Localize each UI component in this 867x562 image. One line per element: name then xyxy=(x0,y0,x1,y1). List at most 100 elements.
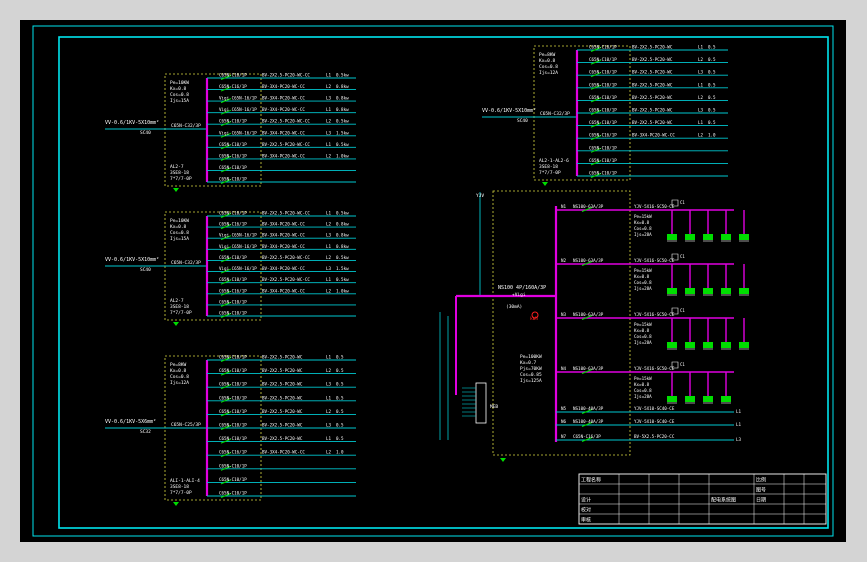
circuit-cable-label: BV-2X2.5-PC20-WC xyxy=(632,70,673,75)
circuit-breaker-label: C65N-C16/1P xyxy=(219,222,247,227)
main-breaker-label: C65N-C32/3P xyxy=(171,260,201,266)
breaker-symbol xyxy=(581,422,593,427)
breaker-symbol xyxy=(220,98,232,104)
title-cell-text: 工程名称 xyxy=(581,477,601,484)
circuit-phase-label: L1 xyxy=(326,277,332,282)
circuit-phase-label: L1 xyxy=(698,120,704,125)
meter-label: kWh xyxy=(530,316,538,322)
incoming-feeder-sub-label: SC40 xyxy=(140,130,151,136)
earth-marker-icon xyxy=(173,502,179,506)
branch-header-label: C1 xyxy=(680,200,685,205)
feeder-spec-text: Ijs=28A xyxy=(634,232,652,237)
circuit-breaker-label: C65N-C10/1P xyxy=(219,491,247,496)
circuit-breaker-label: C65N-C10/1P xyxy=(219,277,247,282)
breaker-symbol xyxy=(220,121,232,127)
main-feeder-tag: N7 xyxy=(561,434,567,439)
breaker-symbol xyxy=(220,144,232,150)
circuit-load-label: 0.5kw xyxy=(336,142,349,147)
breaker-symbol xyxy=(220,213,232,218)
circuit-breaker-label: C65N-C10/1P xyxy=(219,311,247,316)
circuit-breaker-label: C65N-C10/1P xyxy=(219,409,247,414)
main-panel-spec-text: Pjs=70KW xyxy=(520,366,542,372)
circuit-breaker-label: C65N-C10/1P xyxy=(589,145,617,150)
breaker-symbol xyxy=(220,279,232,285)
main-panel-spec-text: Pe=100KW xyxy=(520,354,542,360)
circuit-load-label: 0.5 xyxy=(336,395,344,400)
earth-marker-icon xyxy=(500,458,506,462)
circuit-phase-label: L1 xyxy=(326,73,332,78)
breaker-symbol xyxy=(220,109,232,115)
branch-terminal-icon xyxy=(685,234,695,240)
feeder-spec-text: Cos=0.8 xyxy=(634,280,652,285)
main-feeder-breaker-label: NS100-63A/3P xyxy=(573,312,604,317)
circuit-cable-label: BV-2X2.5-PC20-WC xyxy=(632,120,673,125)
circuit-load-label: 0.5 xyxy=(708,82,716,87)
title-block-border xyxy=(578,473,827,525)
circuit-phase-label: L3 xyxy=(326,130,332,135)
circuit-breaker-label: C65N-C10/1P xyxy=(219,395,247,400)
panel-spec-text: Cos=0.8 xyxy=(170,92,189,98)
circuit-breaker-label: C65N-C10/1P xyxy=(589,45,617,50)
circuit-cable-label: BV-2X2.5-PC20-WC xyxy=(632,45,673,50)
circuit-cable-label: BV-3X4-PC20-WC-CC xyxy=(262,244,305,249)
panel-spec-text: Ijs=15A xyxy=(170,236,189,242)
breaker-symbol xyxy=(220,268,232,274)
branch-header-label: C1 xyxy=(680,254,685,259)
main-panel-enclosure xyxy=(492,190,631,456)
circuit-phase-label: L2 xyxy=(326,153,332,158)
circuit-phase-label: L3 xyxy=(326,96,332,101)
breaker-symbol xyxy=(590,97,602,103)
branch-terminal-icon xyxy=(739,234,749,240)
breaker-symbol xyxy=(220,357,232,362)
panel-tag-text: ALI-1-ALI-4 xyxy=(170,478,200,484)
feeder-spec-text: Pe=15kW xyxy=(634,214,652,219)
circuit-load-label: 0.5 xyxy=(708,108,716,113)
circuit-load-label: 1.5kw xyxy=(336,130,349,135)
feeder-phase-label: L1 xyxy=(736,409,742,414)
circuit-cable-label: BV-2X2.5-PC20-WC xyxy=(632,57,673,62)
main-feeder-cable-label: YJV-5X10-SC40-CE xyxy=(634,419,675,424)
panel-spec-text: Pe=8KW xyxy=(539,52,556,58)
circuit-load-label: 0.8kw xyxy=(336,233,349,238)
breaker-symbol xyxy=(590,173,602,178)
circuit-cable-label: BV-2X2.5-PC20-WC xyxy=(262,368,303,373)
circuit-cable-label: BV-2X2.5-PC20-WC xyxy=(262,355,303,360)
panel-tag-text: 3SE8-18 xyxy=(170,304,189,310)
circuit-breaker-label: C65N-C10/1P xyxy=(219,142,247,147)
circuit-load-label: 0.5 xyxy=(708,70,716,75)
circuit-breaker-label: C65N-C10/1P xyxy=(589,171,617,176)
feeder-spec-text: Cos=0.8 xyxy=(634,334,652,339)
main-feeder-tag: N6 xyxy=(561,419,567,424)
title-cell-text: 图号 xyxy=(756,488,766,494)
breaker-symbol xyxy=(220,257,232,263)
main-feeder-tag: N2 xyxy=(561,258,567,263)
feeder-spec-text: Ijs=28A xyxy=(634,286,652,291)
incoming-feeder-label: VV-0.6/1KV-5X10mm² xyxy=(105,257,159,263)
breaker-symbol xyxy=(220,425,232,430)
incoming-feeder-label: VV-0.6/1KV-5X10mm² xyxy=(482,108,536,114)
branch-header-box xyxy=(671,307,679,315)
main-feeder-breaker-label: NS100-40A/3P xyxy=(573,406,604,411)
main-feeder-cable-label: YJV-5X16-SC50-CE xyxy=(634,204,675,209)
incoming-feeder-label: VV-0.6/1KV-5X10mm² xyxy=(105,120,159,126)
title-cell-text: 比例 xyxy=(756,477,766,484)
circuit-cable-label: BV-2X2.5-PC20-WC xyxy=(632,82,673,87)
circuit-breaker-label: C65N-C10/1P xyxy=(219,299,247,304)
panel-spec-text: Kx=0.8 xyxy=(170,224,187,230)
main-feeder-breaker-label: NS100-63A/3P xyxy=(573,258,604,263)
breaker-symbol xyxy=(220,290,232,296)
circuit-phase-label: L2 xyxy=(326,288,332,293)
circuit-load-label: 0.5 xyxy=(708,57,716,62)
circuit-cable-label: BV-3X4-PC20-WC-CC xyxy=(262,450,305,455)
breaker-symbol xyxy=(590,47,602,52)
breaker-symbol xyxy=(220,132,232,138)
circuit-breaker-label: Vigi C65N-16/1P xyxy=(219,233,257,238)
circuit-breaker-label: C65N-C10/1P xyxy=(589,120,617,125)
circuit-load-label: 1.0kw xyxy=(336,288,349,293)
circuit-breaker-label: C65N-C10/1P xyxy=(589,70,617,75)
main-feeder-breaker-label: NS100-40A/3P xyxy=(573,419,604,424)
breaker-symbol xyxy=(220,384,232,390)
breaker-symbol xyxy=(220,86,232,92)
title-cell-text: 日期 xyxy=(756,498,766,504)
circuit-breaker-label: C65N-C16/1P xyxy=(219,84,247,89)
